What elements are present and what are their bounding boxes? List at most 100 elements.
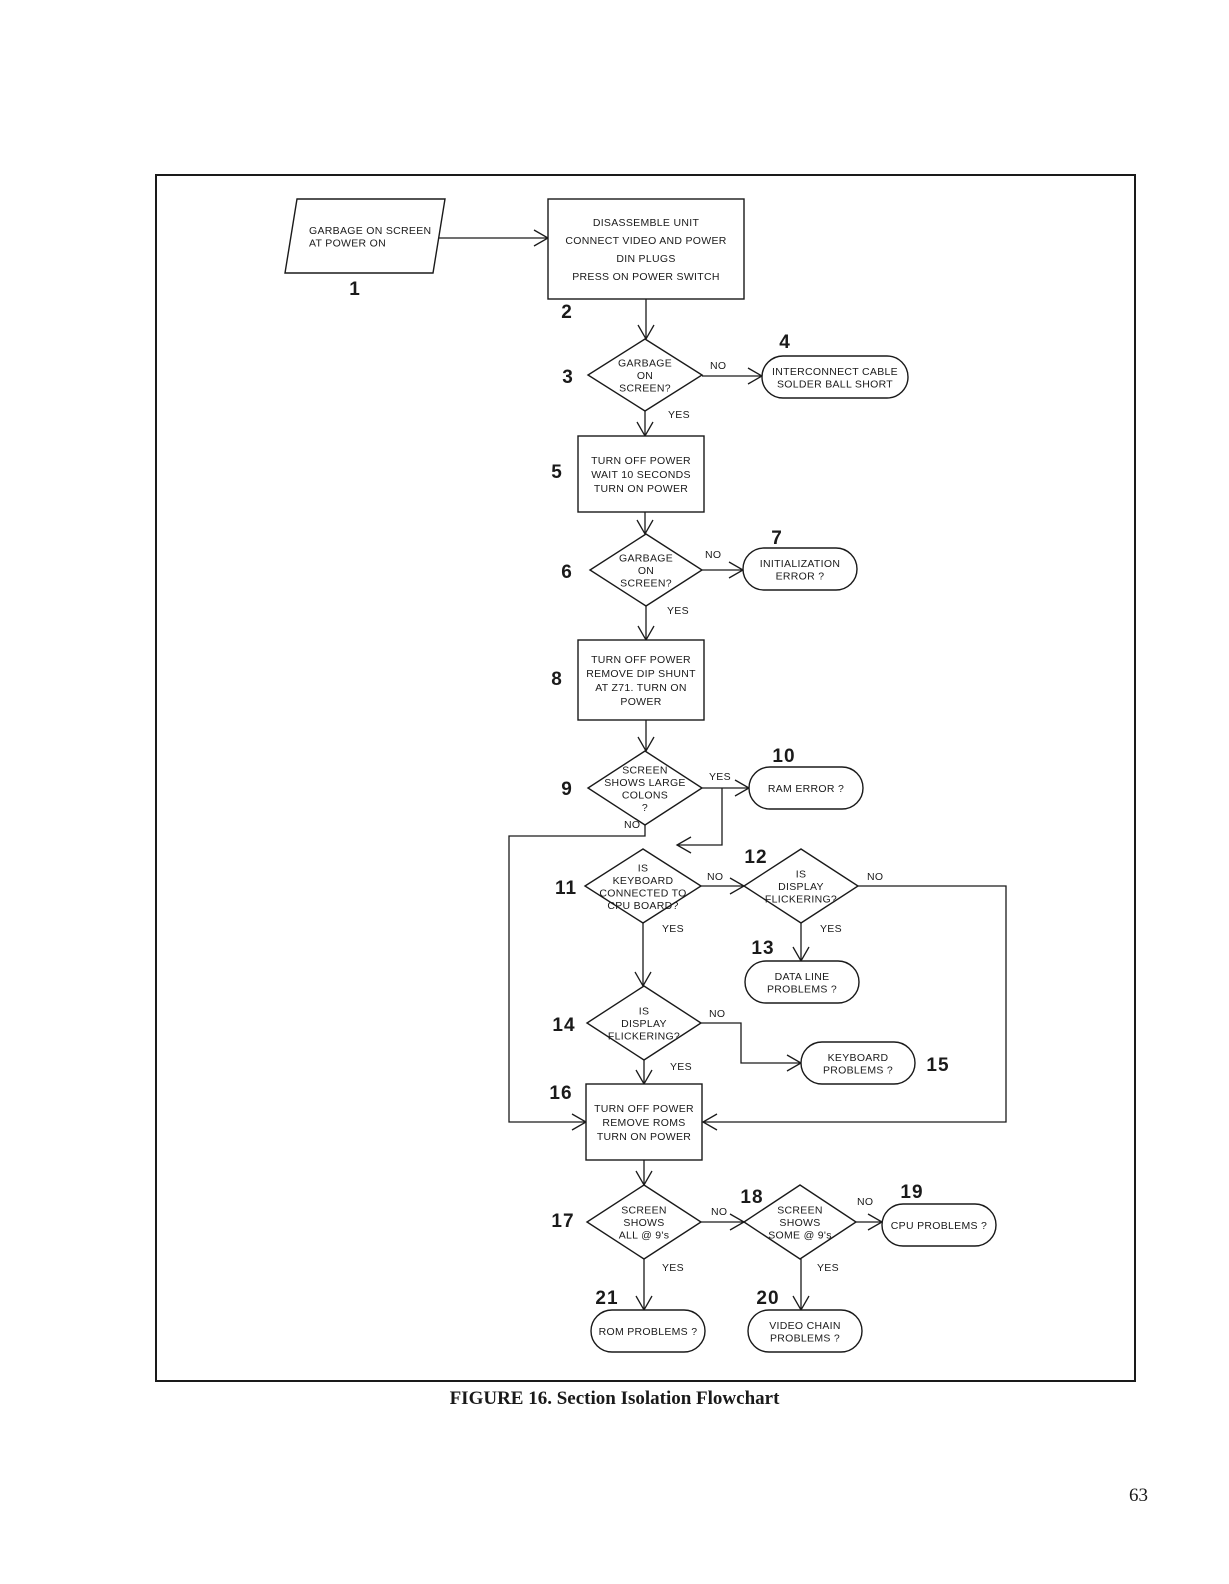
step-number: 7 <box>771 528 783 549</box>
edge-2-3 <box>637 299 655 341</box>
node-label-line: DISASSEMBLE UNIT <box>593 217 700 229</box>
edge-11-12: NO <box>701 871 746 895</box>
node-label-line: SHOWS <box>779 1217 820 1229</box>
edge-16-17 <box>635 1160 653 1187</box>
terminal-shape <box>881 1203 997 1247</box>
node-label-line: ON <box>638 565 654 577</box>
node-label-line: ALL @ 9's <box>619 1230 670 1242</box>
node-label-line: PROBLEMS ? <box>770 1332 840 1344</box>
decision-shape <box>586 750 704 826</box>
figure-caption: FIGURE 16. Section Isolation Flowchart <box>449 1388 780 1409</box>
edge-label: NO <box>707 871 723 883</box>
decision-shape <box>742 1184 858 1260</box>
node-label-line: ? <box>642 802 648 814</box>
step-number: 19 <box>900 1182 923 1203</box>
node-label-line: GARBAGE <box>618 358 672 370</box>
node-label-line: GARBAGE <box>619 553 673 565</box>
decision-shape <box>583 848 703 924</box>
node-label-line: SCREEN? <box>619 383 671 395</box>
step-number: 3 <box>562 367 574 388</box>
edge-12-13: YES <box>792 923 842 963</box>
connector-line <box>508 825 646 1123</box>
node-21: ROM PROBLEMS ?21 <box>590 1288 706 1353</box>
edge-label: YES <box>662 923 684 935</box>
edge-3-5: YES <box>636 409 690 438</box>
edge-18-19: NO <box>856 1196 884 1231</box>
node-label-line: DIN PLUGS <box>616 253 675 265</box>
edge-18-20: YES <box>792 1259 839 1312</box>
step-number: 15 <box>926 1055 949 1076</box>
step-number: 10 <box>772 746 795 767</box>
node-label-line: TURN OFF POWER <box>591 455 691 467</box>
node-label-line: INTERCONNECT CABLE <box>772 366 898 378</box>
step-number: 6 <box>561 562 573 583</box>
process-shape <box>547 198 745 300</box>
edge-label: YES <box>668 409 690 421</box>
figure-frame <box>155 174 1136 1382</box>
connector-line <box>677 788 723 846</box>
node-19: CPU PROBLEMS ? 19 <box>881 1182 997 1247</box>
decision-shape <box>742 848 860 924</box>
edge-9-10: YES <box>702 771 751 797</box>
node-label-line: CPU PROBLEMS ? <box>891 1220 987 1232</box>
node-label-line: PROBLEMS ? <box>767 983 837 995</box>
edge-17-18: NO <box>701 1206 746 1231</box>
node-label-line: SCREEN <box>622 764 668 776</box>
terminal-shape <box>748 766 864 810</box>
step-number: 1 <box>349 279 361 300</box>
edge-label: NO <box>624 819 640 831</box>
node-label-line: POWER <box>620 696 661 708</box>
node-label-line: TURN OFF POWER <box>594 1103 694 1115</box>
step-number: 11 <box>555 878 577 899</box>
edge-label: NO <box>710 360 726 372</box>
edge-1-2 <box>437 229 550 247</box>
step-number: 14 <box>552 1015 575 1036</box>
edge-12-16: NO <box>701 871 1007 1131</box>
node-label-line: VIDEO CHAIN <box>769 1320 841 1332</box>
terminal-shape <box>800 1041 916 1085</box>
node-label-line: TURN ON POWER <box>597 1131 691 1143</box>
edge-label: NO <box>711 1206 727 1218</box>
node-label-line: ERROR ? <box>776 570 825 582</box>
node-label-line: KEYBOARD <box>828 1052 889 1064</box>
node-label-line: FLICKERING? <box>765 894 837 906</box>
decision-shape <box>585 1184 703 1260</box>
node-label-line: DISPLAY <box>621 1018 667 1030</box>
edge-6-8: YES <box>637 605 689 642</box>
node-label-line: REMOVE ROMS <box>602 1117 685 1129</box>
process-shape <box>585 1083 703 1161</box>
process-shape <box>577 639 705 721</box>
node-label-line: KEYBOARD <box>613 875 674 887</box>
node-label-line: SHOWS LARGE <box>604 777 685 789</box>
edge-label: NO <box>709 1008 725 1020</box>
node-label-line: GARBAGE ON SCREEN <box>309 225 431 237</box>
step-number: 9 <box>561 779 573 800</box>
node-label-line: RAM ERROR ? <box>768 783 844 795</box>
terminal-shape <box>747 1309 863 1353</box>
node-label-line: AT Z71. TURN ON <box>595 682 686 694</box>
node-label-line: CPU BOARD? <box>607 900 678 912</box>
node-label-line: WAIT 10 SECONDS <box>591 469 691 481</box>
node-10: RAM ERROR ? 10 <box>748 746 864 810</box>
node-label-line: ON <box>637 370 653 382</box>
node-label-line: PRESS ON POWER SWITCH <box>572 271 719 283</box>
decision-shape <box>585 985 703 1061</box>
node-label-line: IS <box>639 1006 650 1018</box>
node-label-line: SCREEN? <box>620 578 672 590</box>
edge-14-16: YES <box>635 1060 692 1086</box>
step-number: 5 <box>551 462 563 483</box>
node-label-line: SCREEN <box>621 1205 667 1217</box>
